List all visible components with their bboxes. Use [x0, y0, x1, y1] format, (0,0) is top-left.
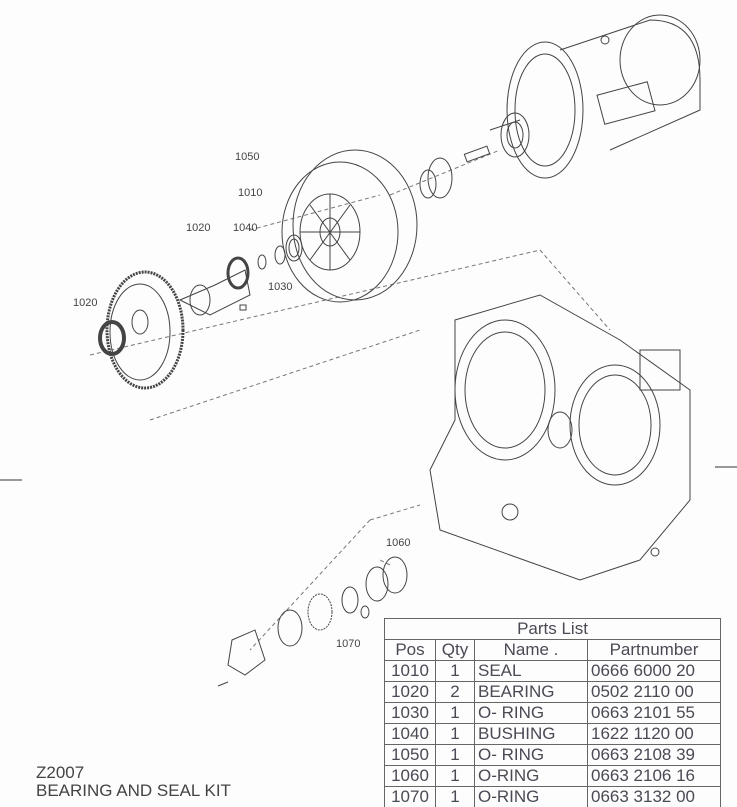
parts-list-table: Parts List Pos Qty Name . Partnumber 101…	[384, 618, 721, 807]
cell-name: BEARING	[474, 681, 588, 703]
cell-partnumber: 1622 1120 00	[587, 723, 721, 745]
header-pos: Pos	[384, 639, 436, 661]
cell-name: BUSHING	[474, 723, 588, 745]
cell-partnumber: 0666 6000 20	[587, 660, 721, 682]
cell-pos: 1030	[384, 702, 436, 724]
cell-name: O-RING	[474, 786, 588, 807]
callout-1030: 1030	[268, 281, 293, 293]
cell-pos: 1050	[384, 744, 436, 766]
cell-qty: 1	[435, 744, 475, 766]
shaft-bearing	[178, 269, 251, 316]
cell-pos: 1020	[384, 681, 436, 703]
cell-partnumber: 0663 3132 00	[587, 786, 721, 807]
cell-name: SEAL	[474, 660, 588, 682]
gear	[98, 270, 185, 390]
header-name: Name .	[474, 639, 588, 661]
cell-qty: 1	[435, 702, 475, 724]
cell-qty: 2	[435, 681, 475, 703]
seal-rings	[226, 234, 303, 290]
cell-qty: 1	[435, 786, 475, 807]
gearbox-housing	[429, 294, 691, 581]
cell-qty: 1	[435, 765, 475, 787]
cell-pos: 1010	[384, 660, 436, 682]
cell-partnumber: 0663 2106 16	[587, 765, 721, 787]
callout-1060: 1060	[386, 537, 411, 549]
cell-qty: 1	[435, 660, 475, 682]
callout-1020: 1020	[186, 222, 211, 234]
cell-partnumber: 0663 2101 55	[587, 702, 721, 724]
lower-seals	[217, 556, 408, 687]
assembly-lines	[89, 149, 611, 651]
header-row: Pos Qty Name . Partnumber	[384, 639, 721, 661]
cell-name: O-RING	[474, 765, 588, 787]
cell-partnumber: 0502 2110 00	[587, 681, 721, 703]
header-partnumber: Partnumber	[587, 639, 721, 661]
coupling	[419, 112, 530, 199]
parts-list-title: Parts List	[384, 618, 721, 640]
kit-title: BEARING AND SEAL KIT	[36, 781, 231, 800]
cell-partnumber: 0663 2108 39	[587, 744, 721, 766]
cell-pos: 1070	[384, 786, 436, 807]
cell-name: O- RING	[474, 744, 588, 766]
motor	[489, 14, 701, 179]
kit-code: Z2007	[36, 763, 85, 782]
cell-name: O- RING	[474, 702, 588, 724]
callout-1040: 1040	[233, 222, 258, 234]
flange	[281, 149, 418, 303]
callout-1010: 1010	[238, 187, 263, 199]
callout-1050: 1050	[235, 151, 260, 163]
cell-qty: 1	[435, 723, 475, 745]
cell-pos: 1060	[384, 765, 436, 787]
header-qty: Qty	[435, 639, 475, 661]
callout-1070: 1070	[336, 638, 361, 650]
cell-pos: 1040	[384, 723, 436, 745]
callout-1020-gear: 1020	[73, 297, 98, 309]
